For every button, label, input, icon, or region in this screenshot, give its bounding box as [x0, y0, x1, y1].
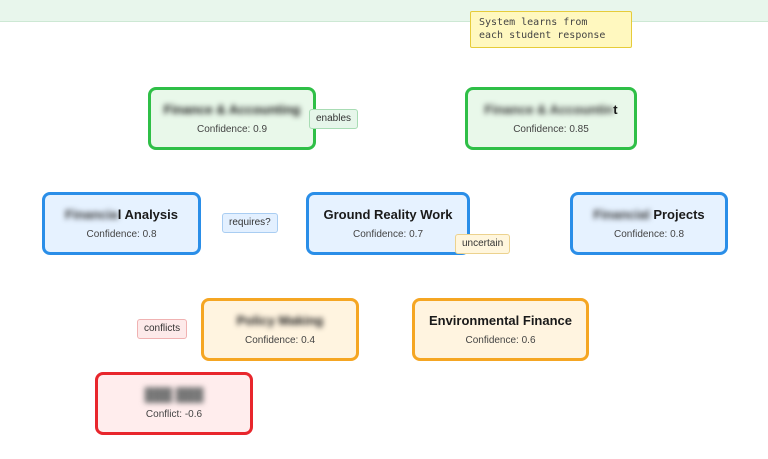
- edge-label-uncertain: uncertain: [455, 234, 511, 254]
- node-title: Financial Projects: [593, 207, 704, 222]
- node-title-suffix: t: [613, 102, 618, 117]
- node-title: Finance & Accountint: [484, 102, 617, 117]
- node-title: Ground Reality Work: [323, 207, 453, 222]
- top-bar: [0, 0, 768, 22]
- node-policy-making[interactable]: Policy Making Confidence: 0.4: [201, 298, 359, 361]
- node-projects[interactable]: Financial Projects Confidence: 0.8: [570, 192, 728, 255]
- edge-label-conflicts: conflicts: [137, 319, 188, 339]
- edge-label-requires: requires?: [222, 213, 278, 233]
- node-title-suffix: l Analysis: [117, 207, 178, 222]
- node-conflict-score: Conflict: -0.6: [145, 409, 203, 420]
- node-title: Environmental Finance: [428, 313, 573, 328]
- node-finance-accounting-2[interactable]: Finance & Accountint Confidence: 0.85: [465, 87, 637, 150]
- node-confidence: Confidence: 0.9: [196, 124, 268, 135]
- system-note: System learns from each student response: [470, 11, 632, 48]
- node-confidence: Confidence: 0.8: [613, 229, 685, 240]
- node-confidence: Confidence: 0.8: [86, 229, 157, 240]
- node-ground-reality-work[interactable]: Ground Reality Work Confidence: 0.7: [306, 192, 470, 255]
- node-title: Financial Analysis: [65, 207, 178, 222]
- node-confidence: Confidence: 0.85: [513, 124, 589, 135]
- node-title: ███ ███: [144, 387, 204, 402]
- node-analysis[interactable]: Financial Analysis Confidence: 0.8: [42, 192, 201, 255]
- node-title-blurred: Finance & Accountin: [484, 102, 614, 117]
- node-title-blurred: Financial: [593, 207, 650, 222]
- node-confidence: Confidence: 0.7: [352, 229, 424, 240]
- node-environmental-finance[interactable]: Environmental Finance Confidence: 0.6: [412, 298, 589, 361]
- edge-label-enables: enables: [309, 109, 359, 129]
- node-title-suffix: Projects: [649, 207, 705, 222]
- node-title-blurred: Financia: [65, 207, 118, 222]
- node-conflict[interactable]: ███ ███ Conflict: -0.6: [95, 372, 253, 435]
- node-title: Policy Making: [236, 313, 324, 328]
- node-finance-accounting[interactable]: Finance & Accounting Confidence: 0.9: [148, 87, 316, 150]
- node-confidence: Confidence: 0.4: [244, 335, 316, 346]
- node-confidence: Confidence: 0.6: [465, 335, 536, 346]
- node-title: Finance & Accounting: [163, 102, 301, 117]
